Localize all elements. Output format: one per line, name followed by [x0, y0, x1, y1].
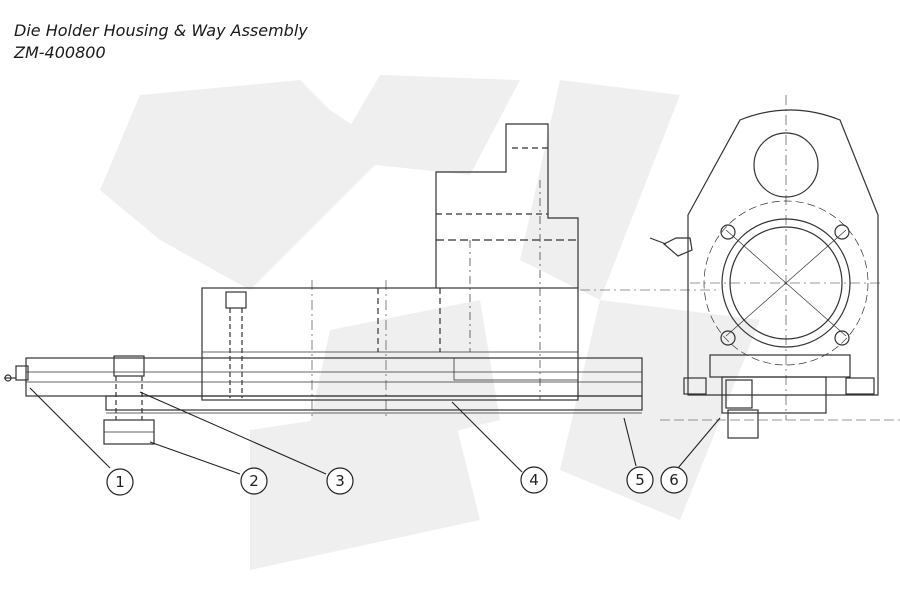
callout-5: 5 [626, 466, 654, 494]
part-number: ZM-400800 [14, 43, 106, 62]
callout-2-label: 2 [249, 472, 259, 490]
callout-3-label: 3 [335, 472, 345, 490]
callout-3: 3 [326, 467, 354, 495]
callout-5-label: 5 [635, 471, 645, 489]
callout-2: 2 [240, 467, 268, 495]
leader-4 [451, 401, 523, 473]
drawing-title: Die Holder Housing & Way Assembly [14, 21, 308, 40]
callout-1-label: 1 [115, 473, 125, 491]
leader-1 [29, 387, 111, 469]
side-view [4, 123, 720, 445]
callout-6-label: 6 [669, 471, 679, 489]
leader-2 [149, 441, 241, 475]
leader-3 [139, 391, 327, 475]
callout-6: 6 [660, 466, 688, 494]
leader-5 [623, 417, 637, 467]
callout-balloons: 1 2 3 4 5 6 [106, 466, 688, 496]
callout-4: 4 [520, 466, 548, 494]
watermark-logo [100, 75, 760, 570]
leader-6 [677, 417, 721, 469]
leader-lines [29, 387, 721, 475]
title-block: Die Holder Housing & Way Assembly ZM-400… [14, 20, 308, 64]
callout-1: 1 [106, 468, 134, 496]
callout-4-label: 4 [529, 471, 539, 489]
end-view [649, 95, 900, 439]
